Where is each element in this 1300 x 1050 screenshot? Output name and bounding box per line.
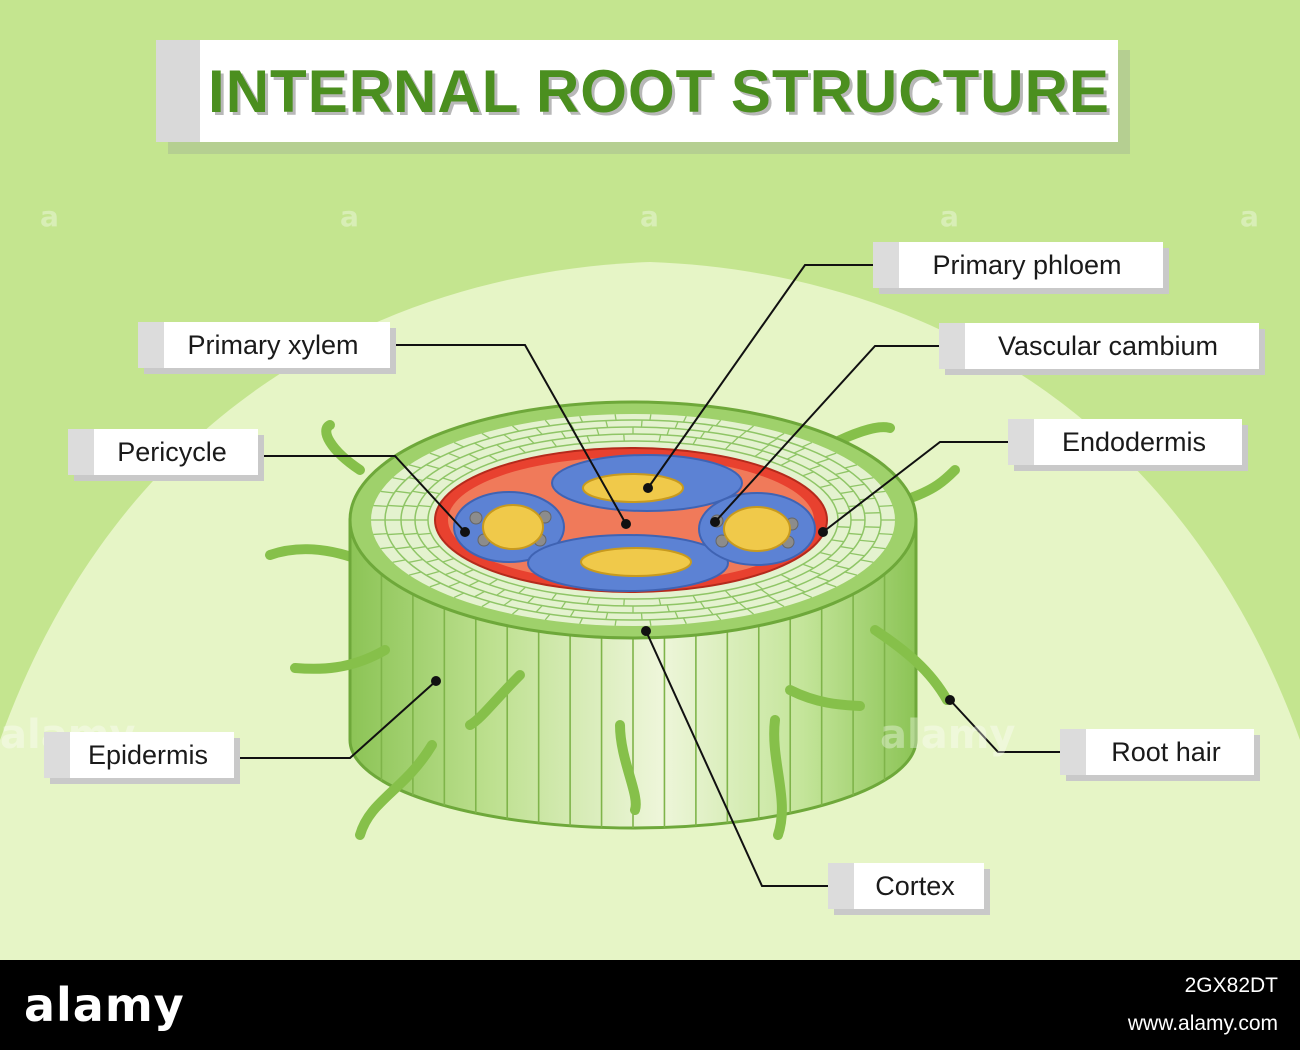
label-text: Endodermis	[1061, 426, 1207, 457]
label-text: Primary xylem	[187, 329, 359, 360]
page-title: INTERNAL ROOT STRUCTURE	[208, 57, 1110, 125]
label-pericycle: Pericycle	[68, 429, 264, 481]
label-text: Primary phloem	[932, 249, 1122, 280]
cambium-cells	[469, 510, 799, 549]
label-text: Pericycle	[117, 436, 227, 467]
label-endodermis: Endodermis	[1008, 419, 1248, 471]
xylem-patches	[482, 473, 791, 577]
watermark: a	[1240, 200, 1259, 233]
image-id: 2GX82DT	[1184, 974, 1278, 997]
footer-logo: alamy	[24, 978, 185, 1032]
watermark: a	[640, 200, 659, 233]
label-primary-xylem: Primary xylem	[138, 322, 396, 374]
root-hairs-front	[290, 625, 952, 840]
label-cortex: Cortex	[828, 863, 990, 915]
label-text: Epidermis	[87, 739, 209, 770]
label-text: Vascular cambium	[997, 330, 1219, 361]
title-tab	[156, 40, 200, 142]
root-diagram	[0, 262, 1300, 960]
watermark: a	[40, 200, 59, 233]
label-root-hair: Root hair	[1060, 729, 1260, 781]
footer-bar: alamy 2GX82DT www.alamy.com	[0, 960, 1300, 1050]
leader-dots	[431, 483, 955, 705]
footer-url: www.alamy.com	[1127, 1012, 1278, 1035]
label-text: Cortex	[875, 870, 955, 901]
stele	[434, 447, 828, 593]
label-primary-phloem: Primary phloem	[873, 242, 1169, 294]
watermark: alamy	[880, 712, 1016, 758]
watermark: a	[340, 200, 359, 233]
leader-lines	[234, 264, 1060, 887]
label-vascular-cambium: Vascular cambium	[939, 323, 1265, 375]
label-text: Root hair	[1111, 736, 1221, 767]
title-banner: INTERNAL ROOT STRUCTURE	[156, 40, 1118, 142]
label-epidermis: Epidermis	[44, 732, 240, 784]
watermark: a	[940, 200, 959, 233]
